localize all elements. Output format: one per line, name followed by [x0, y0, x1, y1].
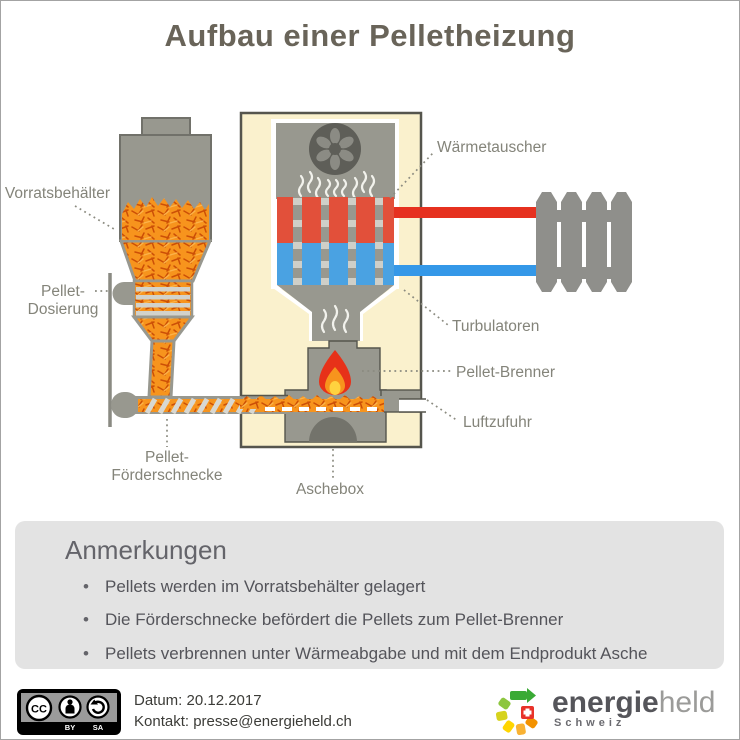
flue-gas-lines	[297, 170, 376, 334]
air-inlet	[399, 398, 426, 413]
hopper-funnel	[118, 239, 213, 283]
bullet-icon: •	[83, 643, 89, 663]
label-luftzufuhr: Luftzufuhr	[463, 414, 532, 431]
cc-sa-icon	[86, 695, 110, 719]
contact-text: Kontakt: presse@energieheld.ch	[134, 712, 352, 730]
label-foerderschnecke-1: Pellet-	[145, 449, 189, 466]
label-turbulatoren: Turbulatoren	[452, 318, 539, 335]
label-dosierung-2: Dosierung	[28, 301, 99, 318]
label-aschebox: Aschebox	[296, 481, 364, 498]
flame-icon	[319, 350, 351, 395]
list-item: • Pellets verbrennen unter Wärmeabgabe u…	[83, 643, 724, 664]
turbulator-bars	[293, 198, 383, 285]
label-foerderschnecke-2: Förderschnecke	[111, 467, 222, 484]
cc-icon: CC	[25, 694, 53, 722]
bullet-icon: •	[83, 577, 89, 596]
list-item: • Pellets werden im Vorratsbehälter gela…	[83, 576, 724, 597]
bullet-icon: •	[83, 610, 89, 630]
logo-light: held	[658, 686, 716, 719]
svg-text:CC: CC	[31, 704, 47, 716]
pellet-bed	[240, 395, 384, 409]
dosing-motor	[112, 282, 135, 305]
heat-exchanger	[277, 197, 394, 285]
energieheld-logo: energieheld Schweiz	[494, 686, 724, 736]
cc-by-icon	[58, 695, 82, 719]
page-title: Aufbau einer Pelletheizung	[164, 18, 576, 53]
list-item: • Die Förderschnecke befördert die Pelle…	[83, 609, 724, 630]
screw-conveyor	[111, 392, 384, 418]
hot-water-pipe	[394, 207, 539, 218]
note-text: Die Förderschnecke befördert die Pellets…	[105, 610, 564, 630]
ash-dome	[309, 417, 357, 442]
note-text: Pellets werden im Vorratsbehälter gelage…	[105, 577, 426, 596]
note-text: Pellets verbrennen unter Wärmeabgabe und…	[105, 643, 648, 663]
storage-hopper	[118, 117, 213, 283]
notes-heading: Anmerkungen	[65, 535, 227, 565]
hopper-pellet-pile	[122, 197, 209, 240]
return-water-pipe	[394, 265, 539, 276]
energieheld-pinwheel-icon	[495, 688, 538, 736]
notes-panel: Anmerkungen • Pellets werden im Vorratsb…	[15, 521, 724, 669]
cc-license-badge: CC BY SA	[17, 689, 121, 735]
conveyor-motor-cap	[111, 392, 139, 418]
date-text: Datum: 20.12.2017	[134, 692, 262, 709]
drop-chute	[147, 339, 176, 399]
flue-neck	[273, 285, 398, 341]
logo-subtitle: Schweiz	[554, 717, 626, 729]
pellet-dosing-unit	[112, 279, 195, 399]
label-dosierung-1: Pellet-	[41, 283, 85, 300]
logo-wordmark: energieheld	[552, 686, 715, 720]
fan-icon	[309, 123, 361, 175]
pellet-heating-diagram: Vorratsbehälter Pellet- Dosierung Pellet…	[5, 111, 632, 498]
label-pellet-brenner: Pellet-Brenner	[456, 364, 555, 381]
label-vorratsbehaelter: Vorratsbehälter	[5, 185, 110, 202]
leader-lines	[74, 152, 459, 481]
logo-bold: energie	[552, 686, 659, 719]
footer-meta: Datum: 20.12.2017 Kontakt: presse@energi…	[134, 691, 352, 732]
swiss-cross-icon	[521, 706, 534, 719]
radiator	[536, 192, 632, 292]
green-arrow-icon	[510, 688, 536, 703]
cc-by-label: BY	[65, 723, 75, 732]
label-waermetauscher: Wärmetauscher	[437, 139, 546, 156]
cc-sa-label: SA	[93, 723, 104, 732]
